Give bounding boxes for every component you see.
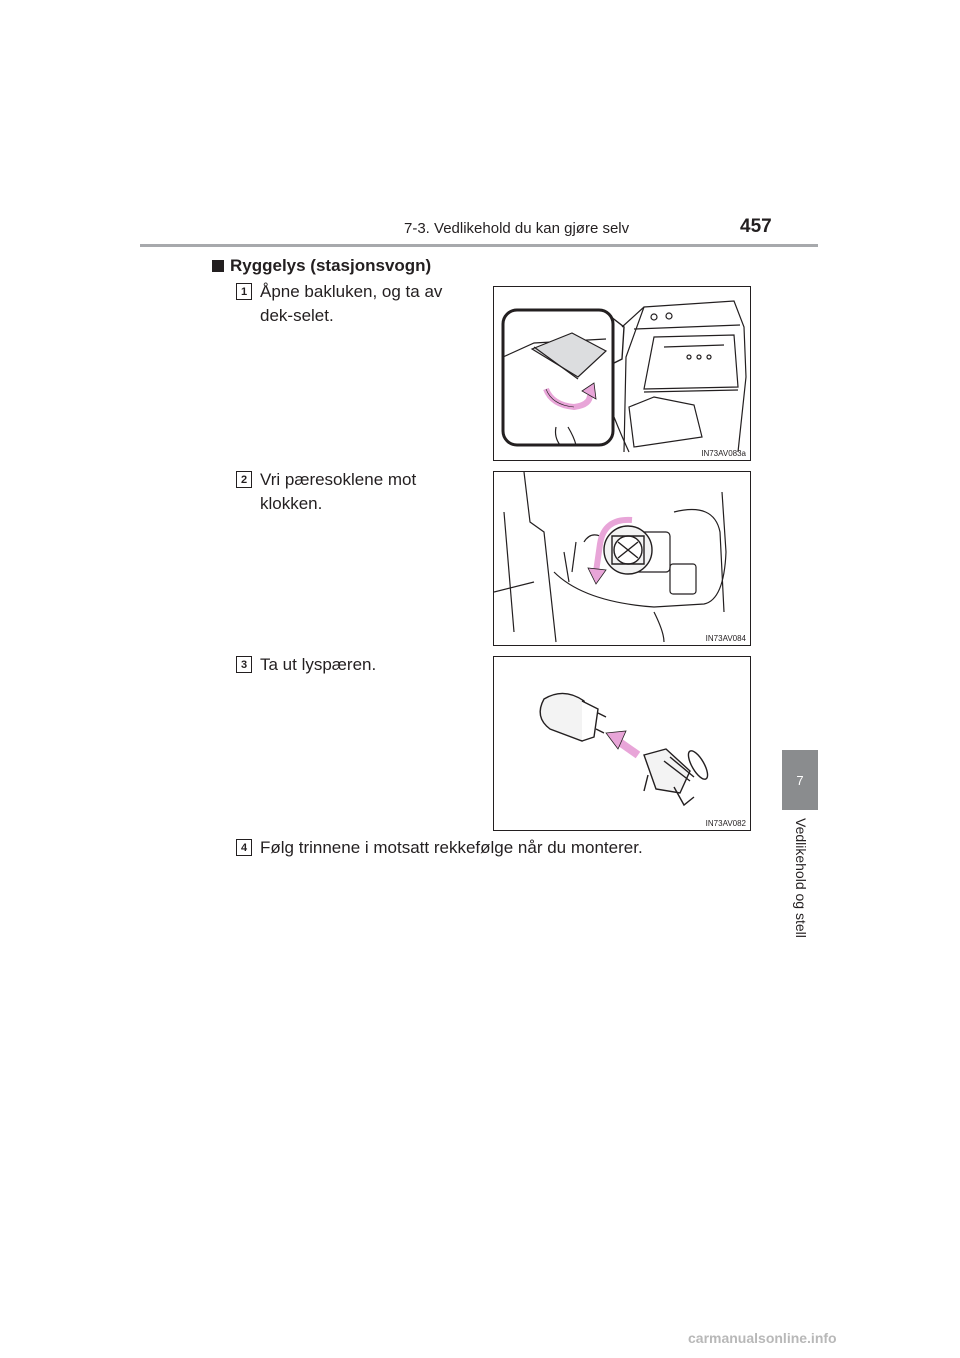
step-badge: 3 — [236, 656, 252, 673]
page-number: 457 — [740, 216, 772, 237]
square-bullet-icon — [212, 260, 224, 272]
chapter-title: Vedlikehold og stell — [762, 818, 840, 948]
bulb-socket-illustration — [494, 472, 727, 643]
header-divider — [140, 244, 818, 247]
step-text: Åpne bakluken, og ta av dek-selet. — [260, 282, 443, 325]
chapter-number: 7 — [796, 772, 804, 788]
figure-code: IN73AV083a — [701, 449, 746, 458]
figure-tailgate: IN73AV083a — [493, 286, 751, 461]
chapter-tab: 7 — [782, 750, 818, 810]
chapter-title-text: Vedlikehold og stell — [793, 818, 809, 938]
section-heading: Ryggelys (stasjonsvogn) — [212, 256, 431, 276]
figure-bulb-socket: IN73AV084 — [493, 471, 751, 646]
figure-code: IN73AV082 — [705, 819, 746, 828]
step-badge: 1 — [236, 283, 252, 300]
step-badge: 4 — [236, 839, 252, 856]
figure-bulb-removal: IN73AV082 — [493, 656, 751, 831]
watermark: carmanualsonline.info — [688, 1330, 837, 1346]
step-text: Ta ut lyspæren. — [260, 655, 377, 674]
header-section-title: 7-3. Vedlikehold du kan gjøre selv — [404, 220, 630, 237]
bulb-removal-illustration — [539, 692, 709, 807]
step-badge: 2 — [236, 471, 252, 488]
figure-code: IN73AV084 — [705, 634, 746, 643]
tailgate-illustration — [501, 300, 747, 453]
step-text: Vri pæresoklene mot klokken. — [260, 470, 417, 513]
step-text: Følg trinnene i motsatt rekkefølge når d… — [260, 838, 643, 857]
section-heading-text: Ryggelys (stasjonsvogn) — [230, 256, 432, 275]
